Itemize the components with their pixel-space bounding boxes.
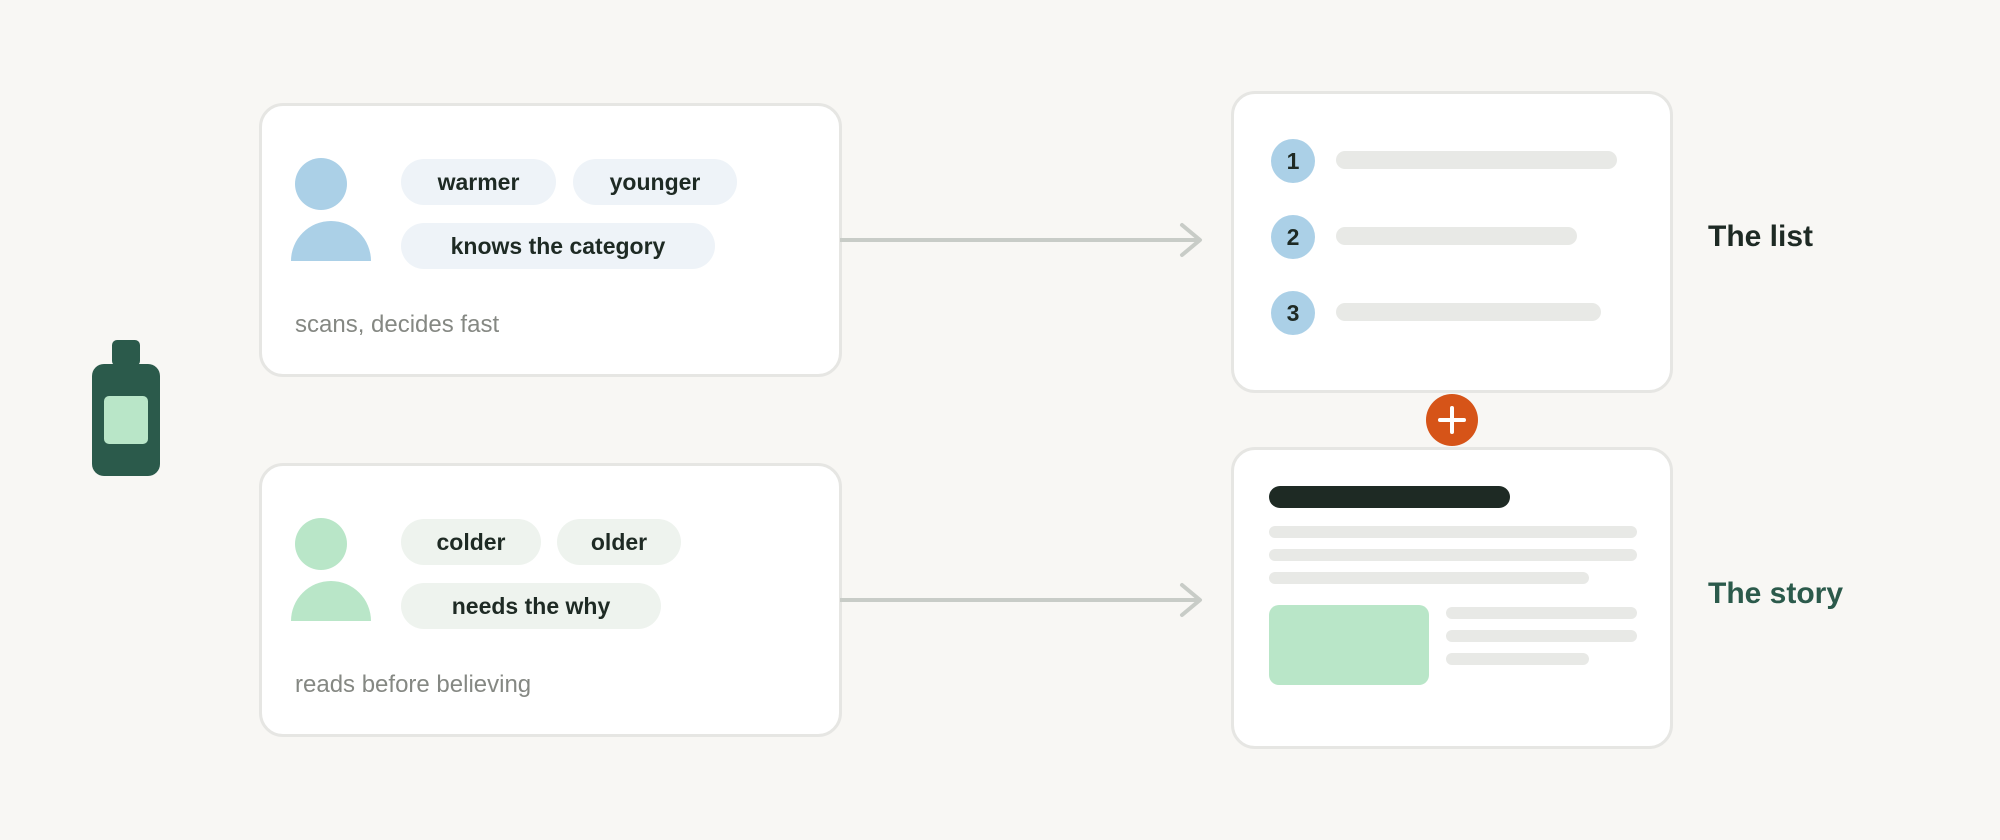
chip: needs the why xyxy=(401,583,661,629)
audience-caption: reads before believing xyxy=(295,671,532,698)
person-icon-body xyxy=(291,581,371,621)
story-label: The story xyxy=(1708,577,1844,610)
list-number: 2 xyxy=(1271,215,1315,259)
person-icon xyxy=(295,158,347,210)
placeholder-line xyxy=(1336,303,1601,321)
list-number: 1 xyxy=(1271,139,1315,183)
chip: older xyxy=(557,519,681,565)
image-placeholder xyxy=(1269,605,1429,685)
list-label: The list xyxy=(1708,220,1814,253)
audience-caption: scans, decides fast xyxy=(295,311,500,338)
placeholder-line xyxy=(1446,653,1589,665)
chip: colder xyxy=(401,519,541,565)
placeholder-line xyxy=(1336,227,1577,245)
person-icon xyxy=(295,518,347,570)
arrow-right-icon xyxy=(840,222,1206,258)
arrow-right-icon xyxy=(840,582,1206,618)
audience-card-cold: colder older needs the why reads before … xyxy=(259,463,842,737)
placeholder-line xyxy=(1269,549,1637,561)
plus-icon xyxy=(1426,394,1478,446)
placeholder-line xyxy=(1446,607,1637,619)
person-icon-body xyxy=(291,221,371,261)
placeholder-line xyxy=(1269,572,1589,584)
headline-placeholder xyxy=(1269,486,1510,508)
chip: knows the category xyxy=(401,223,715,269)
story-output-card xyxy=(1231,447,1673,749)
list-output-card: 1 2 3 xyxy=(1231,91,1673,393)
chip: younger xyxy=(573,159,737,205)
audience-card-warm: warmer younger knows the category scans,… xyxy=(259,103,842,377)
placeholder-line xyxy=(1269,526,1637,538)
placeholder-line xyxy=(1336,151,1617,169)
placeholder-line xyxy=(1446,630,1637,642)
chip: warmer xyxy=(401,159,556,205)
bottle-label xyxy=(104,396,148,444)
bottle-cap xyxy=(112,340,140,366)
list-number: 3 xyxy=(1271,291,1315,335)
